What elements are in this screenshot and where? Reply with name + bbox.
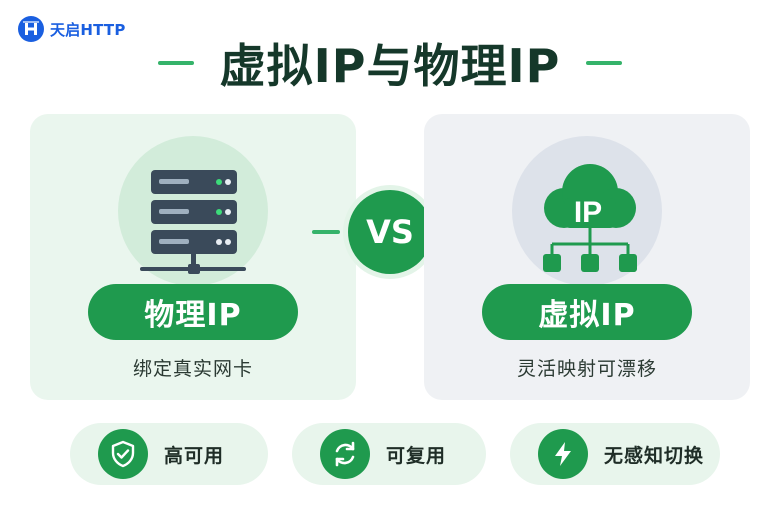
virtual-ip-description: 灵活映射可漂移	[516, 358, 657, 380]
cloud-ip-text: IP	[574, 196, 602, 229]
physical-ip-label: 物理IP	[88, 284, 298, 340]
title-row: 虚拟IP与物理IP	[0, 30, 780, 96]
shield-check-icon	[98, 429, 148, 479]
server-rack-icon	[118, 136, 268, 286]
feature-seamless-switch: 无感知切换	[510, 423, 720, 485]
brand-name: 天启HTTP	[50, 20, 126, 39]
refresh-cycle-icon	[320, 429, 370, 479]
vs-line-left	[312, 230, 340, 234]
feature-label: 无感知切换	[604, 444, 705, 467]
feature-reusable: 可复用	[292, 423, 486, 485]
brand-logo: 天启HTTP	[18, 16, 126, 42]
physical-ip-card: 物理IP 绑定真实网卡	[30, 114, 356, 400]
virtual-ip-card: IP 虚拟IP 灵活映射可漂移	[424, 114, 750, 400]
title-dash-right	[586, 61, 623, 65]
virtual-ip-label: 虚拟IP	[482, 284, 692, 340]
title-dash-left	[157, 61, 194, 65]
cloud-network-icon: IP	[512, 136, 662, 286]
page-title: 虚拟IP与物理IP	[219, 39, 561, 93]
vs-badge: VS	[348, 190, 432, 274]
feature-label: 高可用	[164, 444, 225, 467]
brand-logo-icon	[18, 16, 44, 42]
feature-label: 可复用	[386, 444, 447, 467]
feature-high-availability: 高可用	[70, 423, 268, 485]
lightning-icon	[538, 429, 588, 479]
physical-ip-description: 绑定真实网卡	[132, 358, 253, 380]
